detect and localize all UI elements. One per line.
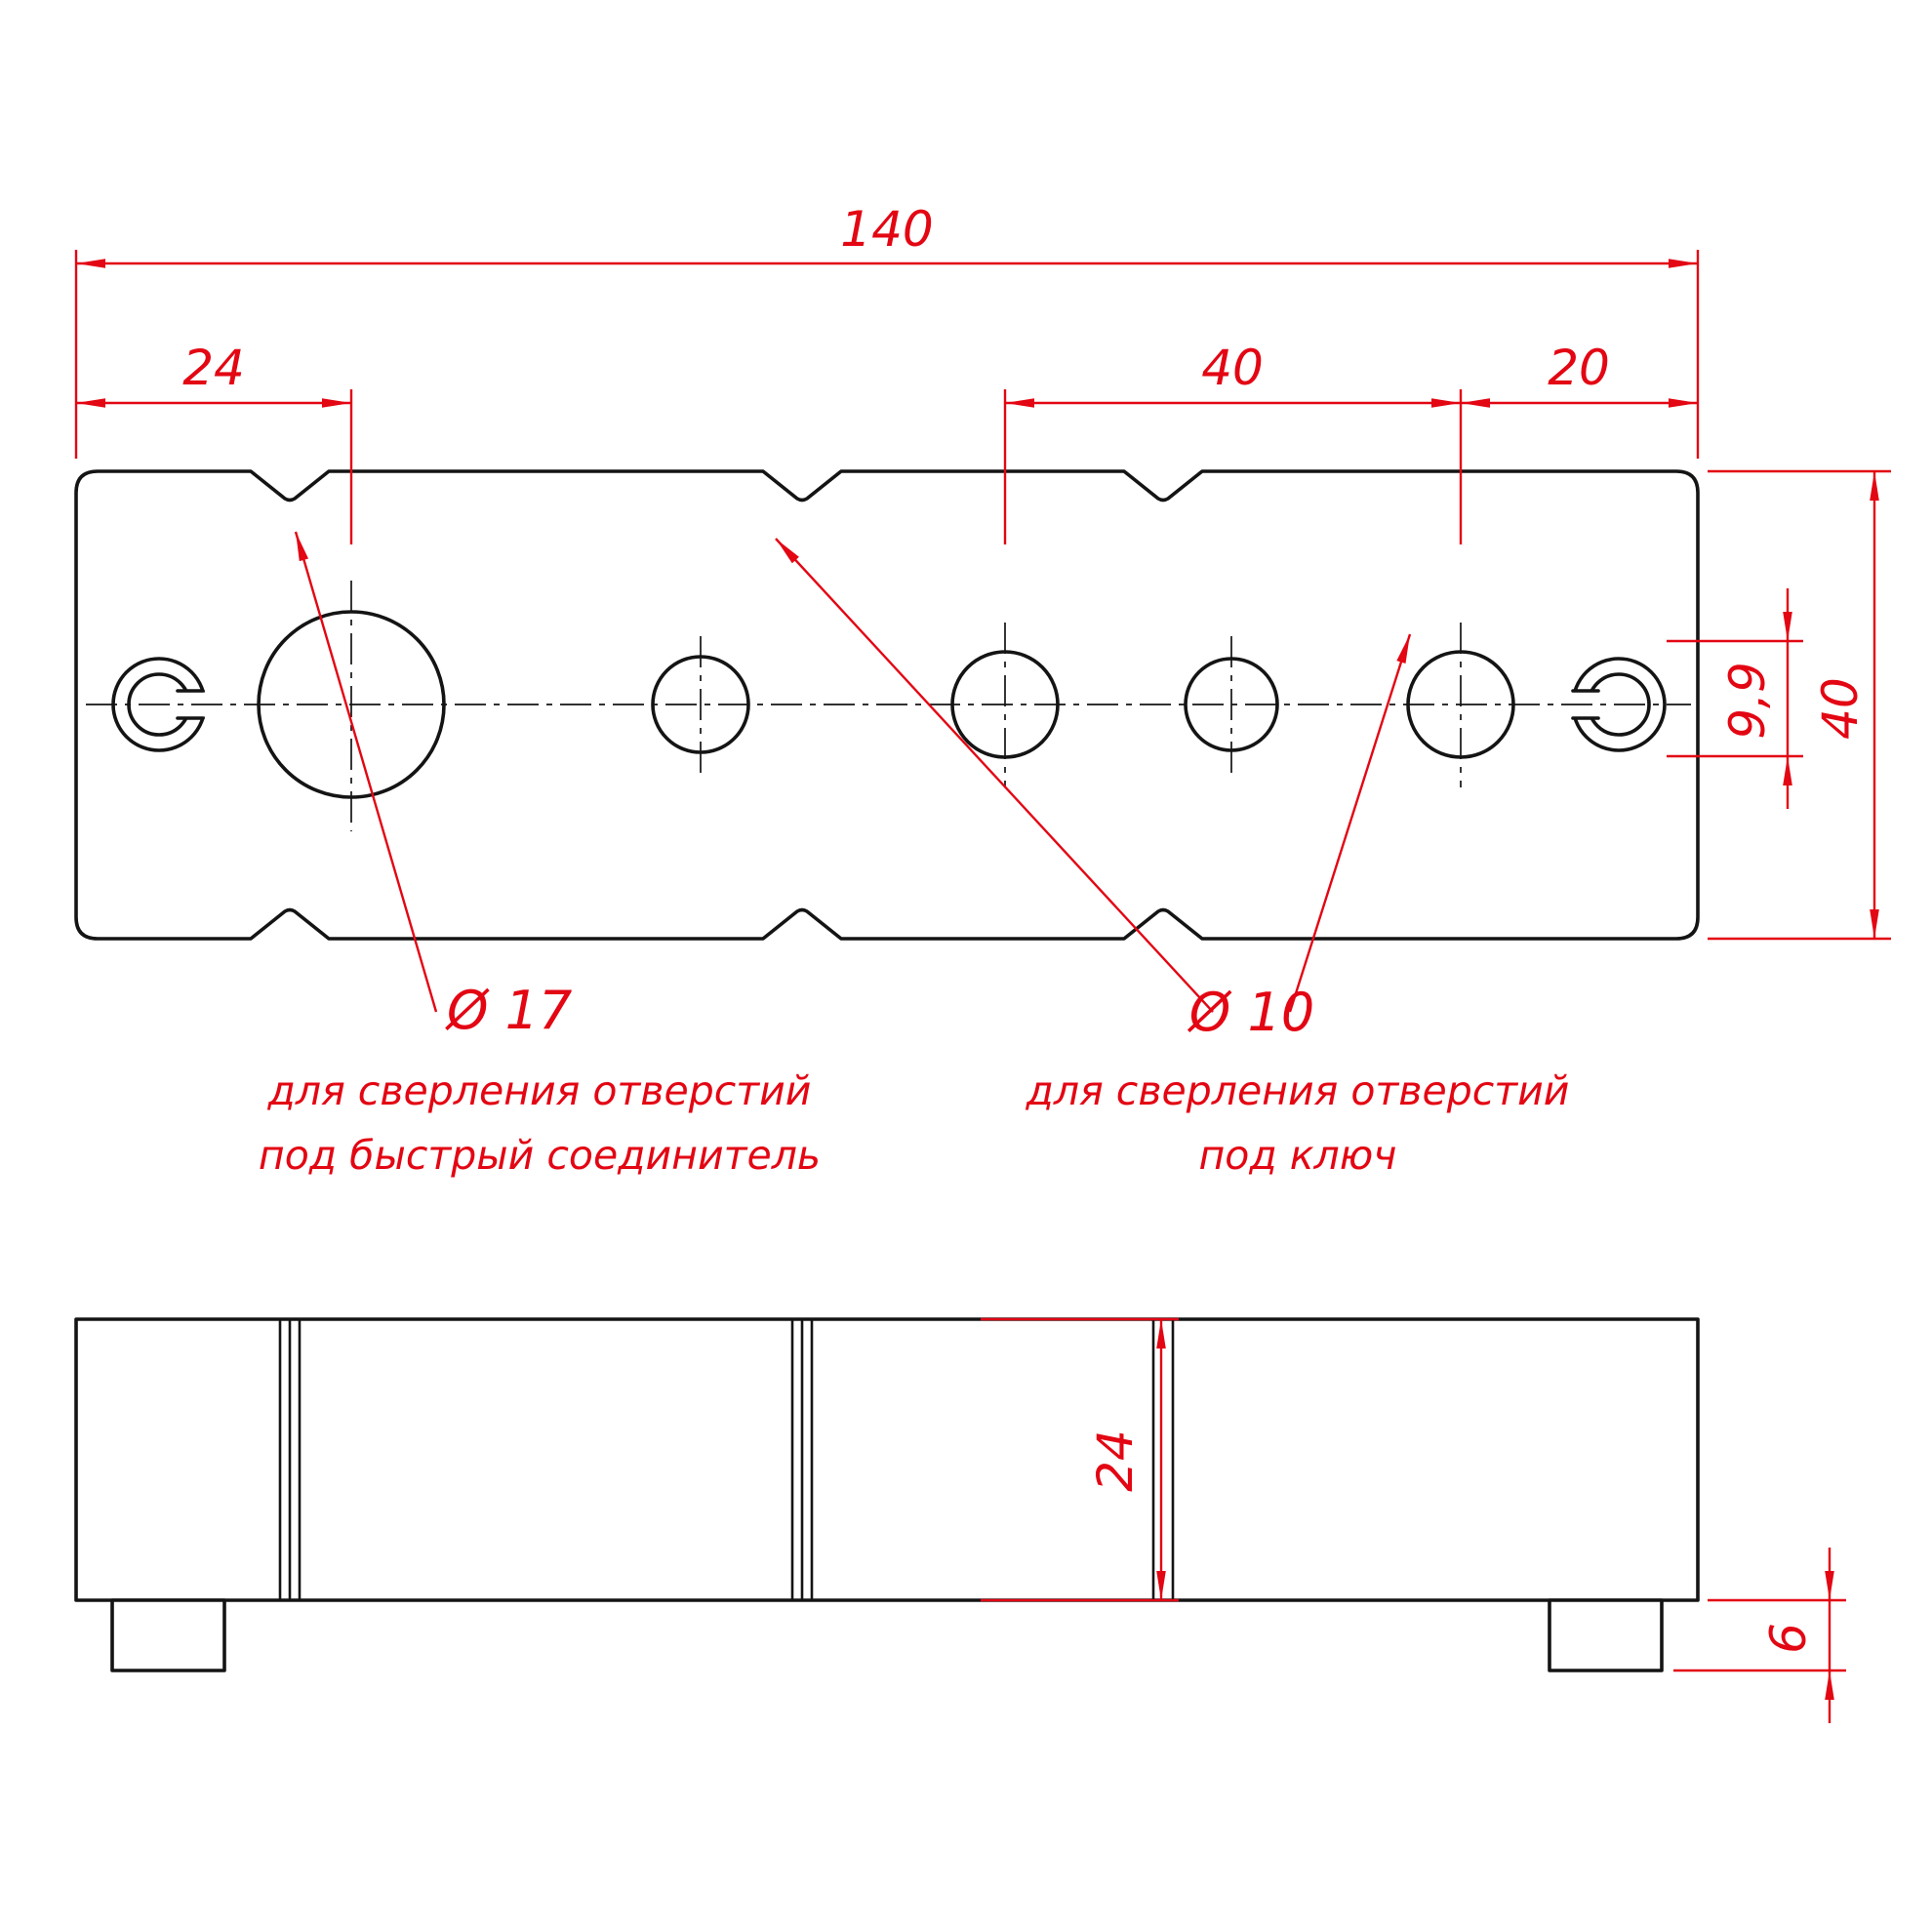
dim-text-24: 24 — [182, 340, 245, 396]
leader-line-d10-right — [1288, 633, 1412, 1013]
front-view — [74, 1317, 1700, 1672]
callouts: Ø 17 для сверления отверстий под быстрый… — [259, 531, 1570, 1179]
dim-text-height-40: 40 — [1812, 677, 1869, 740]
top-view-dimensions: 140 24 40 20 40 9,9 — [74, 201, 1891, 941]
front-view-grooves — [278, 1319, 1175, 1600]
dim-text-slot-99: 9,9 — [1719, 662, 1776, 740]
front-view-dimensions: 24 6 — [981, 1317, 1846, 1723]
callout-d17-label: Ø 17 — [445, 980, 572, 1041]
callout-d10-note1: для сверления отверстий — [1026, 1067, 1570, 1114]
callout-d17-note2: под быстрый соединитель — [259, 1132, 821, 1179]
dim-text-foot-6: 6 — [1760, 1623, 1817, 1654]
centerlines — [86, 581, 1691, 831]
right-foot — [1548, 1598, 1664, 1672]
dim-text-40: 40 — [1201, 340, 1264, 396]
leader-line-d17 — [294, 531, 438, 1013]
leader-line-d10-left — [775, 538, 1214, 1013]
callout-d10-note2: под ключ — [1199, 1132, 1397, 1179]
callout-d17-note1: для сверления отверстий — [267, 1067, 812, 1114]
dim-text-20: 20 — [1548, 340, 1610, 396]
callout-d10-label: Ø 10 — [1187, 982, 1314, 1043]
dim-text-body-24: 24 — [1087, 1429, 1144, 1492]
left-foot — [110, 1598, 226, 1672]
top-view — [74, 469, 1700, 941]
dim-text-140: 140 — [840, 201, 933, 258]
body-outline — [74, 1317, 1700, 1602]
